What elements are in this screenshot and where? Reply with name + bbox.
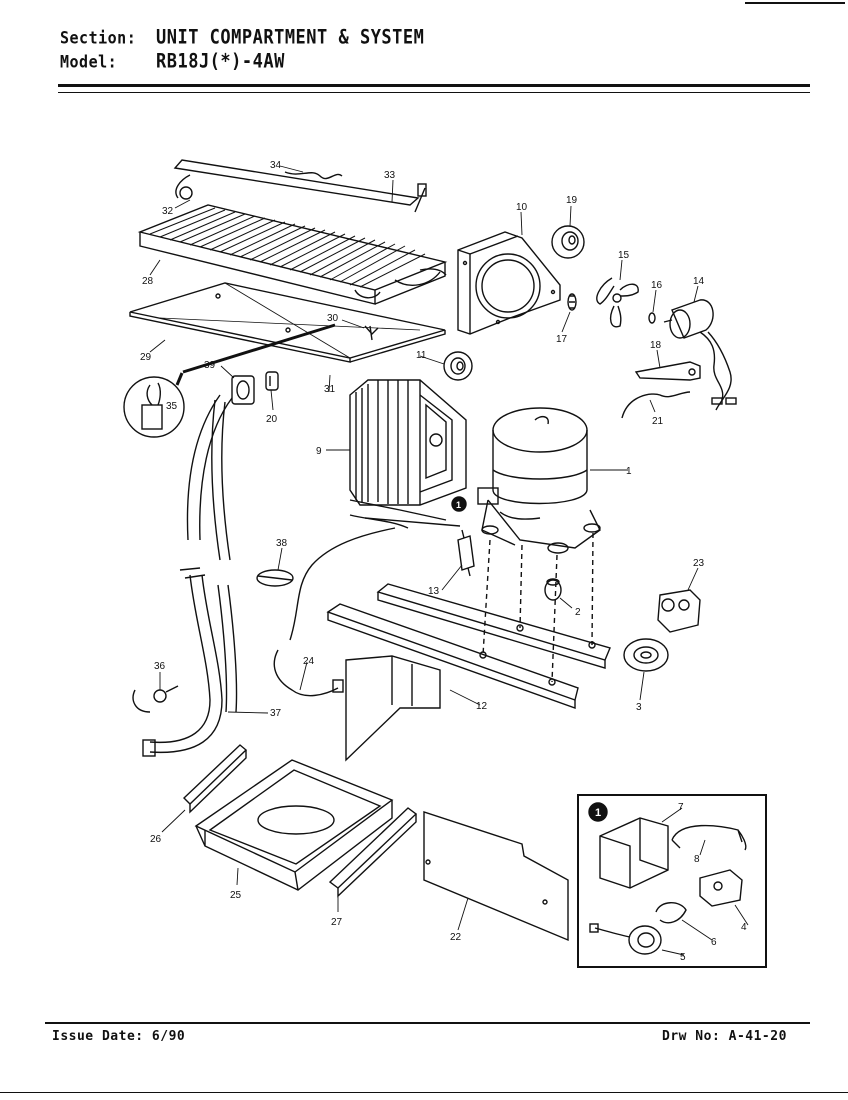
drawing-number: Drw No: A-41-20 (662, 1029, 787, 1044)
grommet-39-icon (231, 375, 255, 405)
model-header: Model: RB18J(*)-4AW (60, 50, 285, 73)
callout-32: 32 (162, 206, 174, 217)
condenser-coil-icon (137, 159, 448, 305)
callout-31: 31 (324, 384, 336, 395)
leader-lines (149, 165, 749, 956)
header-rule-thin (58, 92, 810, 93)
callout-13: 13 (428, 586, 440, 597)
callout-4: 4 (741, 922, 747, 933)
nut-17-icon (567, 293, 577, 311)
callout-10: 10 (516, 202, 528, 213)
header-rule-thick (58, 84, 810, 87)
fan-motor-icon (663, 299, 737, 411)
callout-15: 15 (618, 250, 630, 261)
model-label: Model: (60, 51, 118, 72)
pan-rail-27-icon (328, 807, 418, 898)
tube-icon (349, 514, 409, 529)
compressor-marker-number: 1 (456, 500, 461, 510)
callout-14: 14 (693, 276, 705, 287)
callout-16: 16 (651, 280, 663, 291)
clamp-38-icon (256, 569, 294, 587)
access-cover-22-icon (423, 811, 569, 942)
callout-labels: 34 33 32 10 19 28 15 16 14 17 29 30 18 1… (140, 160, 747, 963)
section-label: Section: (60, 27, 137, 48)
callout-30: 30 (327, 313, 339, 324)
drier-13-icon (457, 529, 475, 577)
grommet-2-icon (544, 578, 562, 601)
callout-38: 38 (276, 538, 288, 549)
inset-panel (577, 794, 767, 968)
inset-reference-marker (451, 496, 467, 512)
section-title: UNIT COMPARTMENT & SYSTEM (156, 26, 425, 49)
callout-37: 37 (270, 708, 282, 719)
mounting-rails-icon (326, 583, 611, 762)
callout-29: 29 (140, 352, 152, 363)
callout-1: 1 (626, 466, 632, 477)
callout-23: 23 (693, 558, 705, 569)
callout-28: 28 (142, 276, 154, 287)
callout-25: 25 (230, 890, 242, 901)
evaporator-coil-icon (349, 379, 467, 521)
fan-shroud-icon (457, 231, 561, 335)
callout-39: 39 (204, 360, 216, 371)
grommet-11-icon (443, 351, 473, 381)
plug-20-icon (265, 371, 279, 391)
capillary-tube-icon (289, 527, 396, 641)
top-corner-rule (745, 2, 845, 4)
connector-24-icon (332, 679, 344, 693)
callout-19: 19 (566, 195, 578, 206)
callout-9: 9 (316, 446, 322, 457)
callout-8: 8 (694, 854, 700, 865)
callout-36: 36 (154, 661, 166, 672)
callout-33: 33 (384, 170, 396, 181)
grommet-3-icon (623, 638, 669, 672)
wire-21-icon (621, 391, 691, 419)
callout-17: 17 (556, 334, 568, 345)
inset-markers: 1 1 (456, 500, 601, 819)
bottom-page-rule (0, 1092, 848, 1093)
callout-11: 11 (416, 350, 427, 361)
drain-pan-icon (194, 759, 394, 891)
callout-34: 34 (270, 160, 282, 171)
clip-16-icon (648, 312, 656, 324)
callout-5: 5 (680, 952, 686, 963)
callout-26: 26 (150, 834, 162, 845)
callout-21: 21 (652, 416, 664, 427)
pan-rail-26-icon (182, 744, 248, 814)
callout-27: 27 (331, 917, 343, 928)
callout-7: 7 (678, 802, 684, 813)
compressor-icon (477, 407, 601, 554)
fitting-36-icon (132, 685, 179, 713)
section-header: Section: UNIT COMPARTMENT & SYSTEM (60, 26, 424, 49)
fan-blade-icon (596, 277, 639, 328)
drain-tube-37-icon (142, 394, 238, 757)
callout-22: 22 (450, 932, 462, 943)
bracket-18-icon (634, 361, 701, 381)
callout-12: 12 (476, 701, 488, 712)
callout-35: 35 (166, 401, 178, 412)
grommet-19-icon (551, 225, 585, 259)
mount-guide-lines (482, 532, 594, 683)
callout-6: 6 (711, 937, 717, 948)
callout-20: 20 (266, 414, 278, 425)
tube-icon (364, 517, 461, 527)
issue-date: Issue Date: 6/90 (52, 1029, 186, 1044)
harness-24-icon (273, 649, 339, 697)
callout-2: 2 (575, 607, 581, 618)
inset-marker-number: 1 (595, 807, 601, 819)
model-number: RB18J(*)-4AW (156, 50, 285, 73)
callout-3: 3 (636, 702, 642, 713)
thermostat-35-icon (123, 323, 336, 438)
wire-34-icon (284, 171, 343, 180)
footer-rule (45, 1022, 810, 1024)
relay-23-icon (657, 589, 701, 633)
callout-18: 18 (650, 340, 662, 351)
callout-24: 24 (303, 656, 315, 667)
